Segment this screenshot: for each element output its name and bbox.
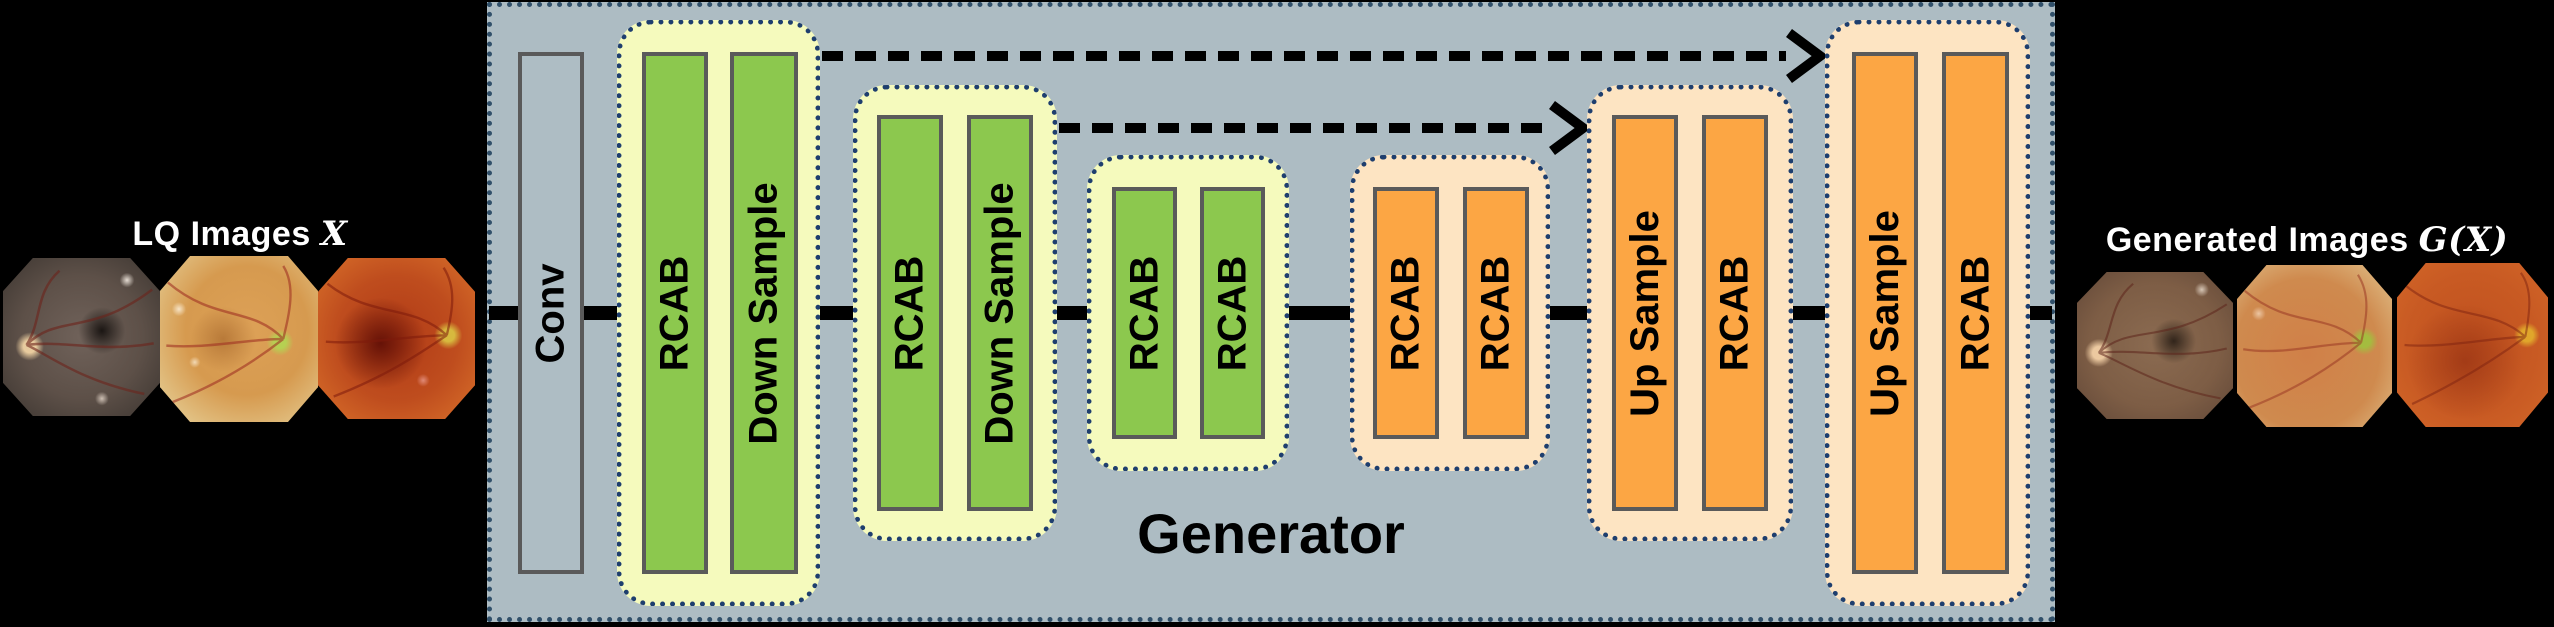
retina-vessels-icon [25,269,154,396]
generator-title: Generator [1137,502,1405,565]
generated-images-label-text: Generated Images [2105,221,2409,259]
rcab-bar: RCAB [1463,187,1529,439]
retina-vessels-icon [166,265,292,404]
retina-vessels-icon [325,266,454,398]
up-sample-bar: Up Sample [1852,52,1918,574]
rcab-bar: RCAB [642,52,708,574]
rcab-bar-label: RCAB [887,255,932,371]
rcab-bar-label: RCAB [1383,255,1428,371]
generated-images-label: Generated Images G(X) [2060,220,2554,260]
rcab-bar: RCAB [1942,52,2009,574]
rcab-bar-label: RCAB [1473,255,1518,371]
rcab-bar-label: RCAB [652,255,697,371]
rcab-bar: RCAB [877,115,943,511]
rcab-bar-label: RCAB [1210,255,1255,371]
decoder-block-1: Up Sample RCAB [1587,85,1793,541]
rcab-bar-label: RCAB [1953,255,1998,371]
generated-fundus-image-1 [2077,272,2233,419]
up-sample-bar-label: Up Sample [1862,209,1907,417]
conv-layer-block: Conv [518,52,584,574]
lq-images-label-text: LQ Images [132,215,311,253]
lq-images-label: LQ Images X [40,214,440,254]
encoder-block-1: RCAB Down Sample [617,20,820,606]
generated-fundus-image-3 [2397,263,2548,427]
lq-fundus-image-2 [160,256,318,422]
lq-fundus-image-1 [3,258,160,416]
lq-images-math-x: X [320,214,348,254]
rcab-bar-label: RCAB [1122,255,1167,371]
rcab-bar: RCAB [1200,187,1265,439]
up-sample-bar-label: Up Sample [1622,209,1667,417]
down-sample-bar-label: Down Sample [741,181,786,445]
bottleneck-block-green: RCAB RCAB [1087,155,1289,471]
up-sample-bar: Up Sample [1612,115,1678,511]
encoder-block-2: RCAB Down Sample [853,85,1057,541]
rcab-bar: RCAB [1112,187,1177,439]
down-sample-bar-label: Down Sample [977,181,1022,445]
retina-vessels-icon [2097,282,2228,400]
retina-vessels-icon [2404,272,2531,406]
retina-vessels-icon [2243,274,2368,409]
conv-label: Conv [528,263,573,363]
rcab-bar: RCAB [1702,115,1768,511]
rcab-bar-label: RCAB [1712,255,1757,371]
down-sample-bar: Down Sample [730,52,798,574]
bottleneck-block-orange: RCAB RCAB [1350,155,1550,471]
generated-images-math-gx: G(X) [2418,220,2509,260]
lq-fundus-image-3 [318,258,475,419]
rcab-bar: RCAB [1373,187,1439,439]
generated-fundus-image-2 [2237,265,2392,427]
decoder-block-2: Up Sample RCAB [1825,20,2030,606]
down-sample-bar: Down Sample [967,115,1033,511]
